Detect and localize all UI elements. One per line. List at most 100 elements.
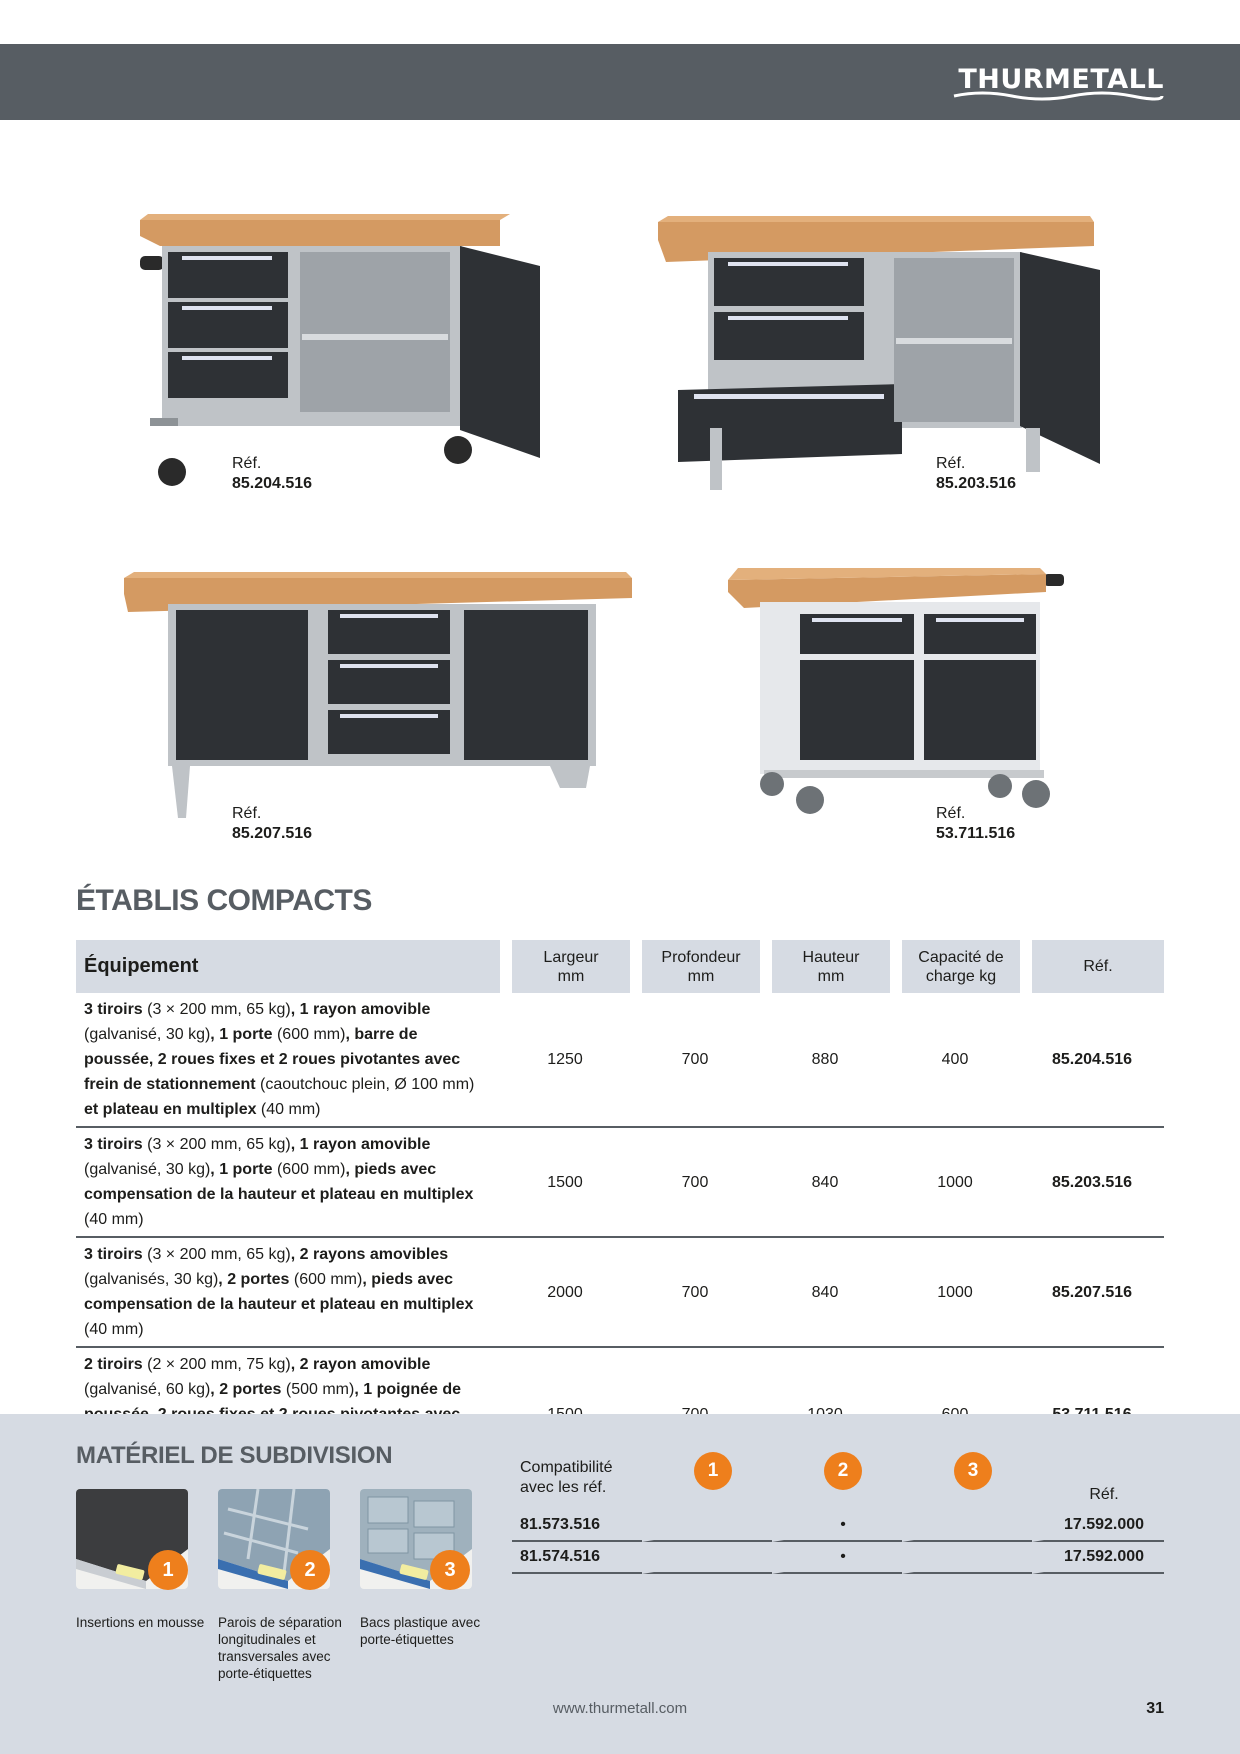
header-height-unit: mm (817, 967, 845, 985)
cell-width: 1250 (500, 993, 630, 1128)
description-bold-segment: , 1 rayon amovible (290, 1001, 431, 1018)
ref-caption-85203516: Réf. 85.203.516 (936, 454, 1016, 494)
product-image-85204516 (130, 210, 550, 500)
header-capacity-unit: charge kg (925, 967, 997, 985)
compat-col-3: 3 (902, 1446, 1032, 1510)
description-bold-segment: 3 tiroirs (84, 1246, 143, 1263)
description-segment: (galvanisé, 30 kg) (84, 1161, 211, 1178)
description-segment: (3 × 200 mm, 65 kg) (142, 1136, 291, 1153)
ref-label: Réf. (232, 455, 262, 472)
ref-number: 53.711.516 (936, 825, 1016, 842)
ref-caption-85207516: Réf. 85.207.516 (232, 804, 312, 844)
table-row: 3 tiroirs (3 × 200 mm, 65 kg), 2 rayons … (76, 1238, 1164, 1348)
equipment-description: 3 tiroirs (3 × 200 mm, 65 kg), 1 rayon a… (76, 993, 500, 1128)
description-bold-segment: , pieds avec compensation de la hauteur … (84, 1271, 474, 1313)
description-bold-segment: , pieds avec compensation de la hauteur … (84, 1161, 474, 1203)
page-number: 31 (1146, 1700, 1164, 1717)
accessory-badge-2: 2 (290, 1550, 330, 1590)
ref-label: Réf. (232, 805, 262, 822)
cell-capacity: 400 (890, 993, 1020, 1128)
accessory-dividers-image (218, 1489, 330, 1589)
cell-capacity: 1000 (890, 1128, 1020, 1238)
ref-caption-85204516: Réf. 85.204.516 (232, 454, 312, 494)
header-width-label: Largeur (543, 948, 599, 966)
compat-row: 81.573.516•17.592.000 (512, 1510, 1164, 1542)
cell-capacity: 1000 (890, 1238, 1020, 1348)
ref-label: Réf. (936, 455, 966, 472)
compat-mark: • (772, 1510, 902, 1542)
compat-badge-2: 2 (824, 1452, 862, 1490)
compat-head-line-2: avec les réf. (520, 1479, 607, 1496)
cell-ref: 85.203.516 (1020, 1128, 1164, 1238)
table-row: 3 tiroirs (3 × 200 mm, 65 kg), 1 rayon a… (76, 993, 1164, 1128)
cell-height: 840 (760, 1128, 890, 1238)
compat-mark (902, 1542, 1032, 1574)
compat-badge-3: 3 (954, 1452, 992, 1490)
compat-mark (642, 1510, 772, 1542)
cell-height: 840 (760, 1238, 890, 1348)
ref-caption-53711516: Réf. 53.711.516 (936, 804, 1015, 844)
footer-url: www.thurmetall.com (552, 1700, 688, 1717)
header-width-unit: mm (557, 967, 585, 985)
cell-width: 2000 (500, 1238, 630, 1348)
cell-width: 1500 (500, 1128, 630, 1238)
description-segment: (600 mm) (272, 1026, 346, 1043)
workbench-2-doors-image (124, 572, 632, 818)
header-depth-label: Profondeur (661, 948, 741, 966)
description-segment: (galvanisé, 30 kg) (84, 1026, 211, 1043)
accessory-caption-1: Insertions en mousse (76, 1615, 205, 1630)
brand-logo-text: THURMETALL (958, 64, 1164, 95)
description-segment: (40 mm) (84, 1321, 144, 1338)
dividers-illustration (218, 1489, 330, 1589)
compat-badge-1: 1 (694, 1452, 732, 1490)
workbench-mobile-2-doors-image (728, 568, 1064, 814)
accessory-badge-1: 1 (148, 1550, 188, 1590)
compat-ref: 17.592.000 (1032, 1542, 1164, 1574)
logo-wave-icon (953, 91, 1164, 101)
description-segment: (500 mm) (281, 1381, 355, 1398)
brand-logo: THURMETALL (952, 64, 1164, 101)
description-bold-segment: , 2 portes (210, 1381, 282, 1398)
description-bold-segment: , barre de poussée, 2 roues fixes et 2 r… (84, 1026, 461, 1093)
compat-ref-from: 81.573.516 (512, 1510, 642, 1542)
description-bold-segment: 2 tiroirs (84, 1356, 143, 1373)
description-bold-segment: , 2 rayon amovible (290, 1356, 431, 1373)
product-image-85203516 (654, 210, 1100, 500)
compat-head-line-1: Compatibilité (520, 1459, 613, 1476)
ref-number: 85.204.516 (232, 475, 313, 492)
header-equipment: Équipement (76, 940, 500, 993)
description-segment: (caoutchouc plein, Ø 100 mm) (255, 1076, 475, 1093)
ref-number: 85.203.516 (936, 475, 1017, 492)
table-row: 3 tiroirs (3 × 200 mm, 65 kg), 1 rayon a… (76, 1128, 1164, 1238)
compat-mark: • (772, 1542, 902, 1574)
description-segment: (3 × 200 mm, 65 kg) (142, 1246, 291, 1263)
description-segment: (galvanisé, 60 kg) (84, 1381, 211, 1398)
compat-mark (902, 1510, 1032, 1542)
compat-col-1: 1 (642, 1446, 772, 1510)
description-bold-segment: , 1 porte (210, 1026, 273, 1043)
product-image-53711516 (724, 562, 1088, 822)
description-bold-segment: , 1 porte (210, 1161, 273, 1178)
description-segment: (600 mm) (272, 1161, 346, 1178)
spec-table-body: 3 tiroirs (3 × 200 mm, 65 kg) , 1 rayon a… (76, 993, 1164, 1483)
subdivision-band (0, 1414, 1240, 1754)
equipment-description: 3 tiroirs (3 × 200 mm, 65 kg), 2 rayons … (76, 1238, 500, 1348)
description-segment: (2 × 200 mm, 75 kg) (142, 1356, 291, 1373)
description-segment: (galvanisés, 30 kg) (84, 1271, 219, 1288)
compat-mark (642, 1542, 772, 1574)
subdivision-title: MATÉRIEL DE SUBDIVISION (76, 1442, 393, 1469)
cell-ref: 85.207.516 (1020, 1238, 1164, 1348)
accessory-badge-3: 3 (430, 1550, 470, 1590)
equipment-description: 3 tiroirs (3 × 200 mm, 65 kg), 1 rayon a… (76, 1128, 500, 1238)
compat-head-label: Compatibilité avec les réf. (512, 1446, 642, 1510)
cell-ref: 85.204.516 (1020, 993, 1164, 1128)
description-bold-segment: et plateau en multiplex (84, 1101, 257, 1118)
ref-number: 85.207.516 (232, 825, 313, 842)
